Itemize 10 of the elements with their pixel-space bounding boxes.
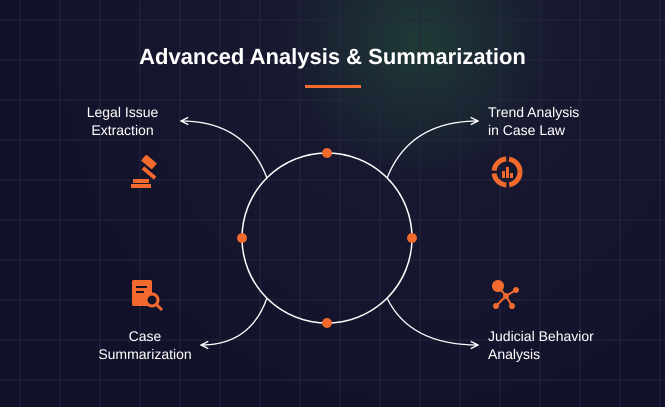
ring-drawing [236, 147, 418, 329]
arrow [180, 116, 268, 178]
step-label: Trend Analysis in Case Law [488, 103, 588, 139]
arrow [386, 116, 479, 178]
arrow [200, 298, 268, 350]
title: Advanced Analysis & Summarization [139, 44, 526, 70]
arrow [386, 298, 479, 350]
step-label: Case Summarization [95, 327, 195, 363]
step-label: Judicial Behavior Analysis [488, 327, 623, 363]
step-label: Legal Issue Extraction [70, 103, 175, 139]
